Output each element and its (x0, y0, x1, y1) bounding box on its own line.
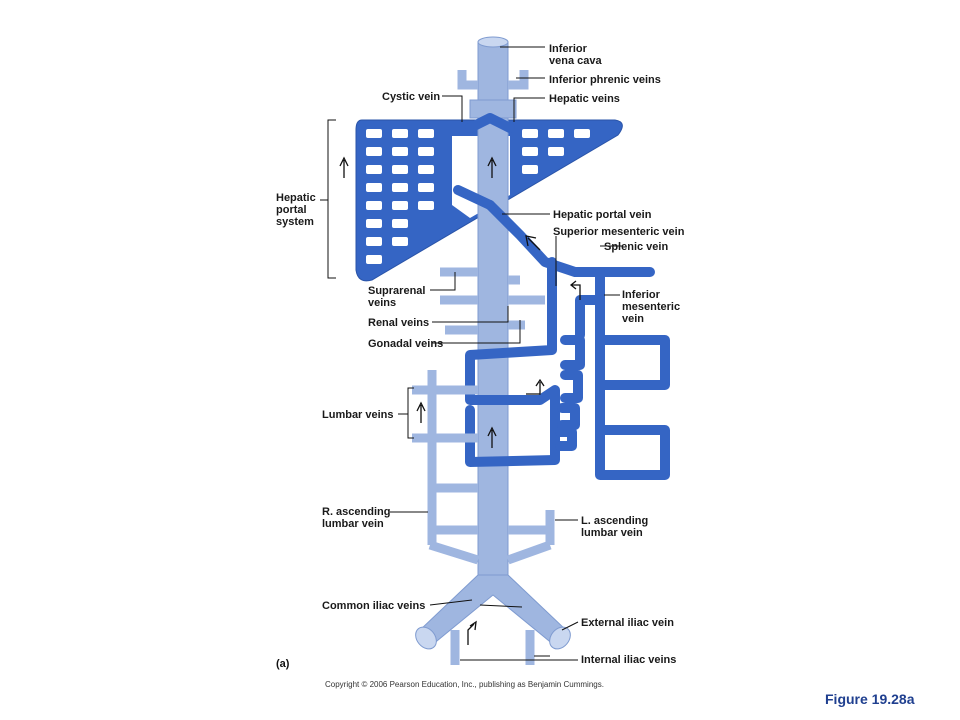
label-ivc-1: Inferior (549, 43, 588, 55)
label-common-iliac: Common iliac veins (322, 600, 425, 612)
label-gonadal-veins: Gonadal veins (368, 338, 443, 350)
label-ivc-2: vena cava (549, 55, 602, 67)
leader-lines (390, 46, 622, 661)
label-inferior-phrenic: Inferior phrenic veins (549, 74, 661, 86)
labels: Inferior vena cava Inferior phrenic vein… (276, 43, 685, 666)
label-hepatic-veins: Hepatic veins (549, 93, 620, 105)
label-r-ascending-1: R. ascending (322, 506, 390, 518)
label-inferior-mesenteric-1: Inferior (622, 289, 661, 301)
inferior-phrenic-veins (457, 70, 529, 90)
label-renal-veins: Renal veins (368, 317, 429, 329)
label-inferior-mesenteric-3: vein (622, 313, 644, 325)
label-hepatic-portal-system-1: Hepatic (276, 192, 316, 204)
label-suprarenal-2: veins (368, 297, 396, 309)
label-hepatic-portal-vein: Hepatic portal vein (553, 209, 652, 221)
iliac-veins (415, 574, 571, 665)
label-inferior-mesenteric-2: mesenteric (622, 301, 680, 313)
label-hepatic-portal-system-3: system (276, 216, 314, 228)
panel-letter: (a) (276, 658, 290, 670)
label-internal-iliac: Internal iliac veins (581, 654, 676, 666)
label-hepatic-portal-system-2: portal (276, 204, 307, 216)
renal-branches (440, 267, 545, 335)
label-superior-mesenteric: Superior mesenteric vein (553, 226, 685, 238)
label-lumbar-veins: Lumbar veins (322, 409, 394, 421)
lumbar-bracket (400, 387, 414, 439)
label-l-ascending-1: L. ascending (581, 515, 648, 527)
label-l-ascending-2: lumbar vein (581, 527, 643, 539)
label-r-ascending-2: lumbar vein (322, 518, 384, 530)
hepatic-portal-bracket (320, 119, 336, 279)
lumbar-veins (412, 370, 555, 565)
copyright-text: Copyright © 2006 Pearson Education, Inc.… (325, 680, 604, 689)
label-cystic-vein: Cystic vein (382, 91, 440, 103)
label-splenic-vein: Splenic vein (604, 241, 668, 253)
inferior-vena-cava (469, 36, 517, 583)
label-suprarenal-1: Suprarenal (368, 285, 425, 297)
hepatic-portal-vein (453, 113, 670, 480)
figure-label: Figure 19.28a (825, 691, 915, 707)
label-external-iliac: External iliac vein (581, 617, 674, 629)
flow-arrows (339, 156, 581, 645)
